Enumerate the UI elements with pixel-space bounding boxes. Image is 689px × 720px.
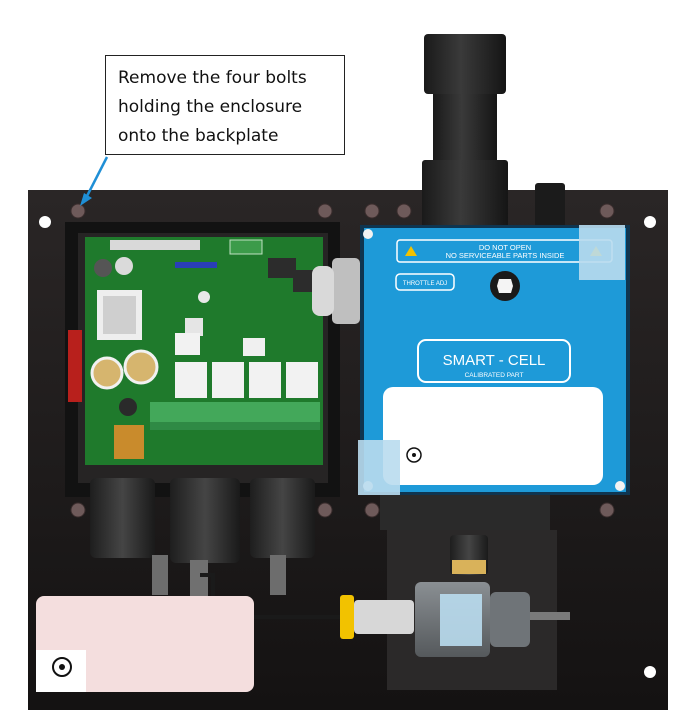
control-enclosure [65, 222, 340, 497]
brand-label-box [417, 339, 571, 383]
throttle-label: THROTTLE ADJ [403, 281, 447, 287]
smart-cell-unit [360, 225, 630, 495]
warranty-stickers [358, 225, 625, 495]
callout-line-2: holding the enclosure [118, 97, 303, 117]
callout-line-3: onto the backplate [118, 126, 279, 146]
throttle-label-box [395, 273, 455, 291]
side-fitting [312, 258, 360, 324]
callout-arrow [80, 156, 109, 206]
plate-hole [39, 216, 51, 228]
yellow-ring [340, 595, 354, 639]
label-plate [36, 596, 254, 692]
white-label-panel [383, 387, 603, 485]
warning-text-line1: DO NOT OPEN [479, 243, 531, 252]
warning-text-line2: NO SERVICEABLE PARTS INSIDE [446, 251, 565, 260]
warning-icon [405, 246, 417, 256]
brand-subtitle: CALIBRATED PART [465, 372, 524, 379]
cable-glands [90, 478, 315, 605]
callout-box: Remove the four bolts holding the enclos… [105, 55, 345, 155]
callout-line-1: Remove the four bolts [118, 68, 307, 88]
top-regulator-pipe [422, 34, 565, 230]
lower-valve-assembly [340, 495, 570, 690]
brand-name: SMART - CELL [443, 352, 546, 369]
plate-hole [644, 666, 656, 678]
plate-hole [644, 216, 656, 228]
